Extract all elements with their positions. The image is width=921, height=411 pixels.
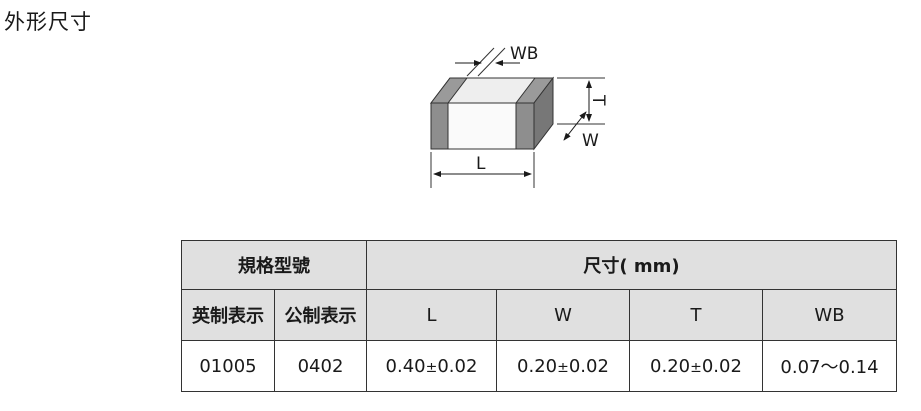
table-group-header-row: 規格型號 尺寸( mm) (181, 240, 897, 290)
cell-imperial: 01005 (181, 340, 275, 392)
chip-side-face (533, 76, 554, 151)
dim-label-w: W (582, 131, 599, 151)
dim-label-t: T (588, 94, 608, 106)
cell-w: 0.20±0.02 (496, 340, 630, 392)
table-sub-header-row: 英制表示 公制表示 L W T WB (181, 289, 897, 341)
chip-dimension-diagram: WB T W L (429, 44, 608, 188)
header-wb: WB (762, 289, 897, 341)
terminal-right-front (515, 102, 535, 150)
pm-symbol: ± (557, 359, 569, 376)
pm-symbol: ± (425, 359, 438, 376)
cell-metric: 0402 (274, 340, 367, 392)
cell-l: 0.40±0.02 (366, 340, 497, 392)
cell-t-tol: 0.02 (701, 355, 742, 377)
page-title: 外形尺寸 (4, 10, 92, 34)
cell-t-nominal: 0.20 (650, 355, 691, 377)
header-t: T (629, 289, 763, 341)
header-metric: 公制表示 (274, 289, 367, 341)
header-l: L (366, 289, 497, 341)
cell-l-tol: 0.02 (437, 355, 478, 377)
cell-l-nominal: 0.40 (385, 355, 426, 377)
header-w: W (496, 289, 630, 341)
terminal-left-front (430, 102, 449, 150)
header-spec-model: 規格型號 (181, 240, 367, 290)
cell-t: 0.20±0.02 (629, 340, 763, 392)
cell-wb: 0.07～0.14 (762, 340, 897, 392)
header-imperial: 英制表示 (181, 289, 275, 341)
cell-w-tol: 0.02 (568, 355, 609, 377)
spec-table: 規格型號 尺寸( mm) 英制表示 公制表示 L W T WB 01005 04… (181, 240, 897, 392)
header-dimensions: 尺寸( mm) (366, 240, 897, 290)
cell-w-nominal: 0.20 (517, 355, 558, 377)
dim-label-wb: WB (510, 44, 538, 64)
table-row: 01005 0402 0.40±0.02 0.20±0.02 0.20±0.02… (181, 340, 897, 392)
dim-label-l: L (476, 154, 486, 174)
pm-symbol: ± (690, 359, 702, 376)
